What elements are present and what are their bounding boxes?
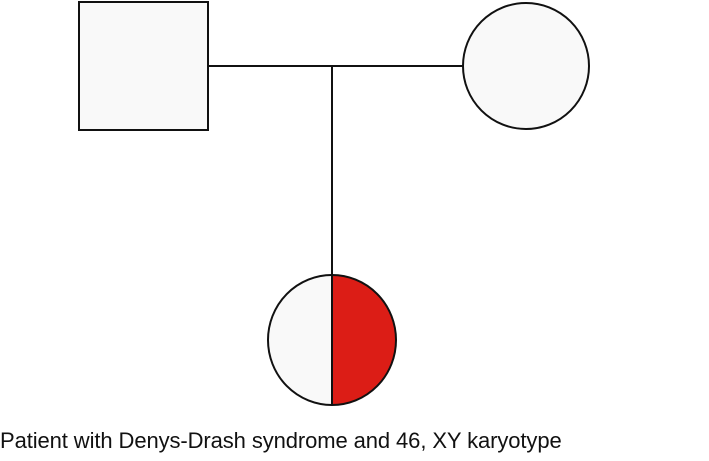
child-unaffected-half [268,275,332,405]
child-symbol [267,274,397,406]
diagram-caption: Patient with Denys-Drash syndrome and 46… [0,428,562,453]
child-affected-half [332,275,396,405]
father-symbol [78,1,209,131]
mother-symbol [462,2,590,130]
